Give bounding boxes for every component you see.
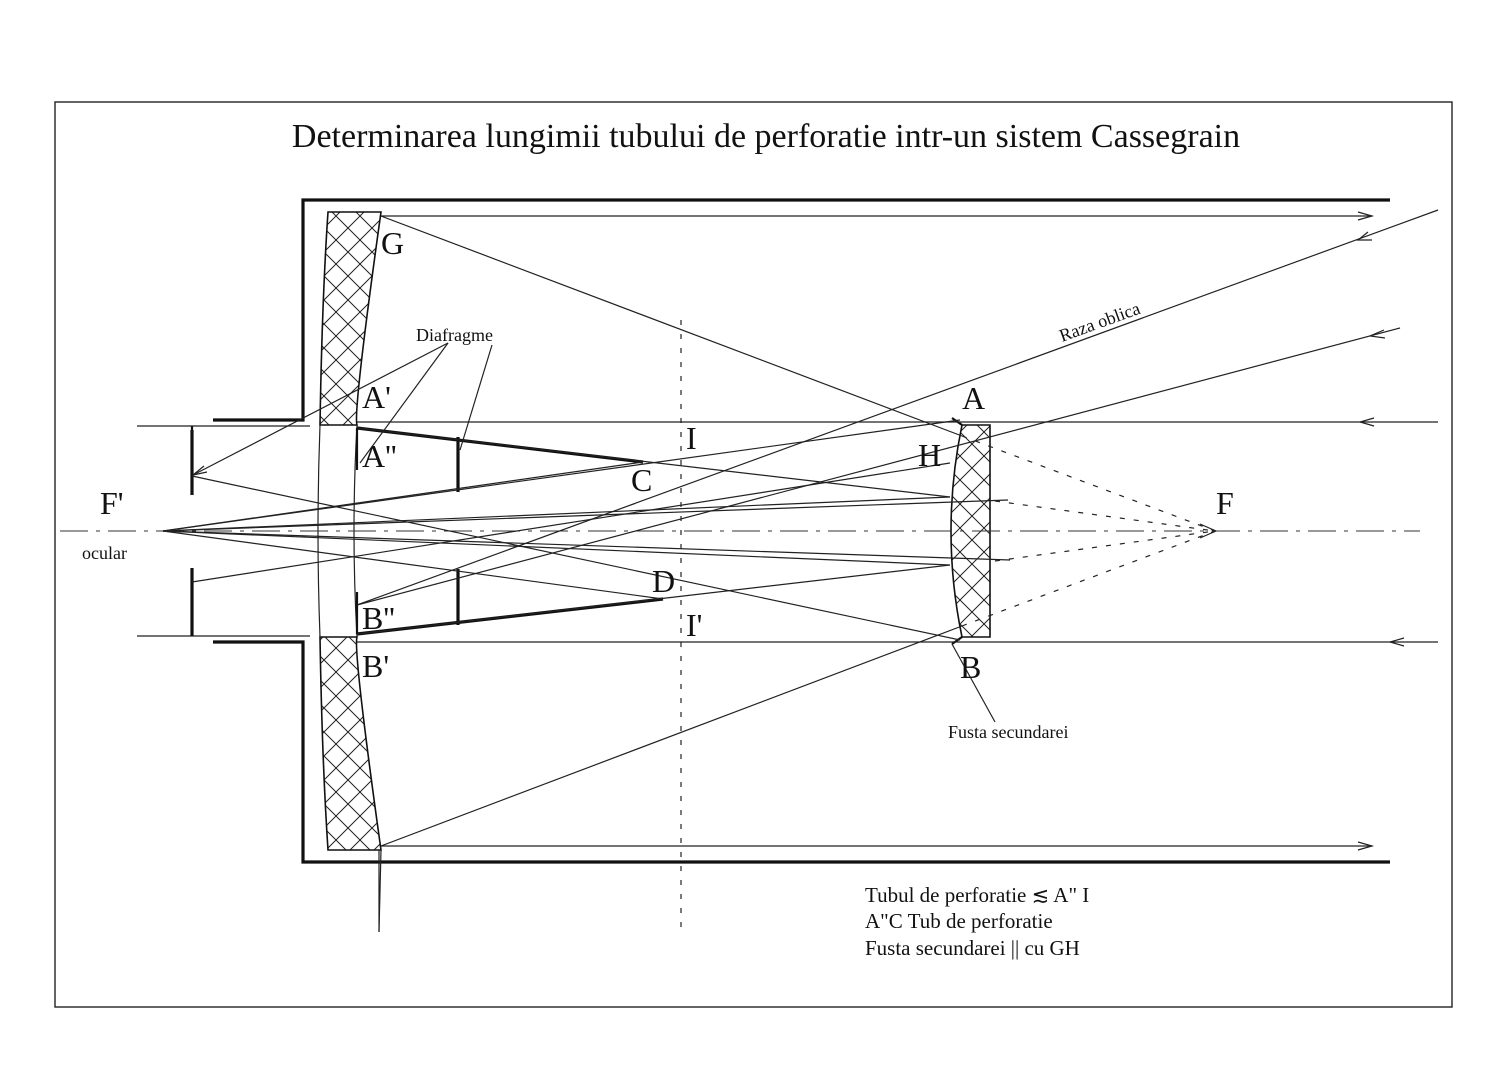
focuser-tube (137, 425, 310, 637)
label-A: A (962, 380, 985, 416)
label-diafragme: Diafragme (416, 325, 493, 345)
label-A-double-prime: A'' (362, 438, 397, 474)
notes: Tubul de perforatie ≲ A" I A"C Tub de pe… (865, 883, 1089, 960)
label-fusta-secundarei: Fusta secundarei (948, 722, 1068, 742)
primary-mirror (317, 211, 382, 933)
label-G: G (381, 225, 404, 261)
label-F-prime: F' (100, 485, 124, 521)
note-line: Fusta secundarei || cu GH (865, 936, 1080, 960)
label-D: D (652, 563, 675, 599)
reflected-rays (380, 215, 1218, 847)
page-frame (54, 101, 1453, 1008)
label-B-double-prime: B'' (362, 600, 395, 636)
note-line: Tubul de perforatie ≲ A" I (865, 883, 1089, 907)
label-I: I (686, 420, 697, 456)
leader-lines (192, 342, 996, 723)
label-B: B (960, 649, 981, 685)
label-F: F (1216, 485, 1234, 521)
diagram-title: Determinarea lungimii tubului de perfora… (292, 118, 1240, 155)
label-I-prime: I' (686, 607, 702, 643)
label-ocular: ocular (82, 543, 127, 563)
label-A-prime: A' (362, 379, 391, 415)
label-raza-oblica: Raza oblica (1057, 298, 1143, 346)
label-C: C (631, 462, 652, 498)
telescope-tube (213, 198, 1390, 864)
label-H: H (918, 437, 941, 473)
incoming-rays (357, 211, 1438, 851)
note-line: A"C Tub de perforatie (865, 909, 1053, 933)
point-labels: G A' A'' B'' B' A B H C D I I' F F' ocul… (82, 225, 1234, 742)
label-B-prime: B' (362, 648, 389, 684)
eyepiece-rays (162, 427, 1011, 932)
